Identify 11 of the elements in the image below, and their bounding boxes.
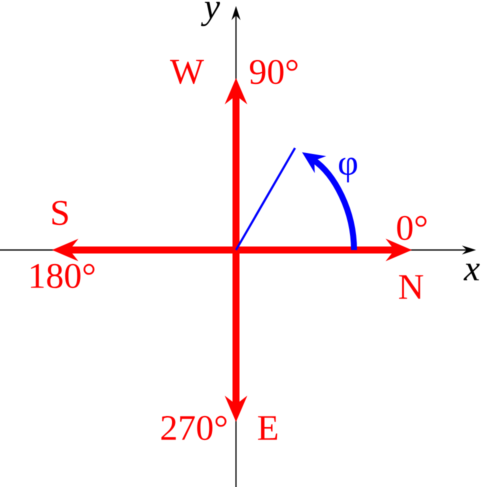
angle-label: φ [339, 158, 357, 182]
direction-label: W [170, 60, 204, 84]
direction-label: E [258, 416, 278, 440]
direction-label: N [399, 275, 424, 299]
axis-label: x [464, 264, 480, 280]
direction-label: 90° [250, 60, 298, 84]
axis-label: y [201, 2, 220, 26]
direction-label: 0° [397, 216, 426, 240]
direction-label: S [52, 200, 68, 226]
direction-label: 270° [161, 416, 226, 440]
direction-label: 180° [30, 264, 94, 288]
